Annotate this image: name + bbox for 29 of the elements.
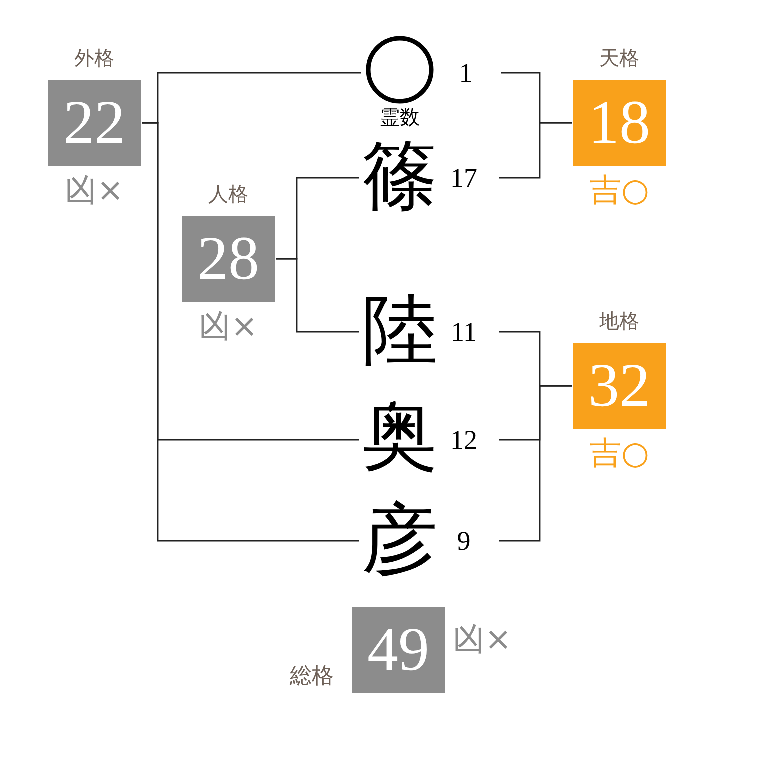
- verdict-label: 凶×: [65, 172, 124, 208]
- grade-label: 地格: [600, 308, 640, 335]
- bracket-line: [276, 258, 359, 333]
- stroke-count: 1: [459, 58, 473, 88]
- stroke-count: 9: [457, 526, 471, 556]
- grade-label: 総格: [290, 663, 334, 691]
- grade-label: 天格: [600, 45, 640, 72]
- stroke-count: 17: [450, 163, 478, 193]
- score-tile: 28: [182, 216, 275, 302]
- stroke-count: 11: [451, 317, 477, 347]
- score-tile: 22: [48, 80, 141, 166]
- verdict-label: 凶×: [199, 308, 258, 344]
- name-character: 陸: [362, 290, 438, 372]
- bracket-line: [142, 122, 359, 542]
- grade-label: 外格: [74, 45, 114, 72]
- score-tile: 18: [573, 80, 666, 166]
- stroke-count: 12: [450, 425, 478, 455]
- verdict-label: 吉○: [590, 435, 650, 471]
- caption-label: 霊数: [380, 106, 420, 130]
- bracket-line: [499, 385, 572, 542]
- verdict-label: 凶×: [453, 621, 512, 657]
- verdict-label: 吉○: [590, 172, 650, 208]
- name-character: 篠: [362, 136, 438, 218]
- name-character: 奥: [362, 396, 438, 478]
- score-tile: 32: [573, 343, 666, 429]
- bracket-line: [499, 122, 572, 179]
- name-character: 彦: [362, 499, 438, 581]
- score-tile: 49: [352, 607, 445, 693]
- grade-label: 人格: [208, 181, 248, 208]
